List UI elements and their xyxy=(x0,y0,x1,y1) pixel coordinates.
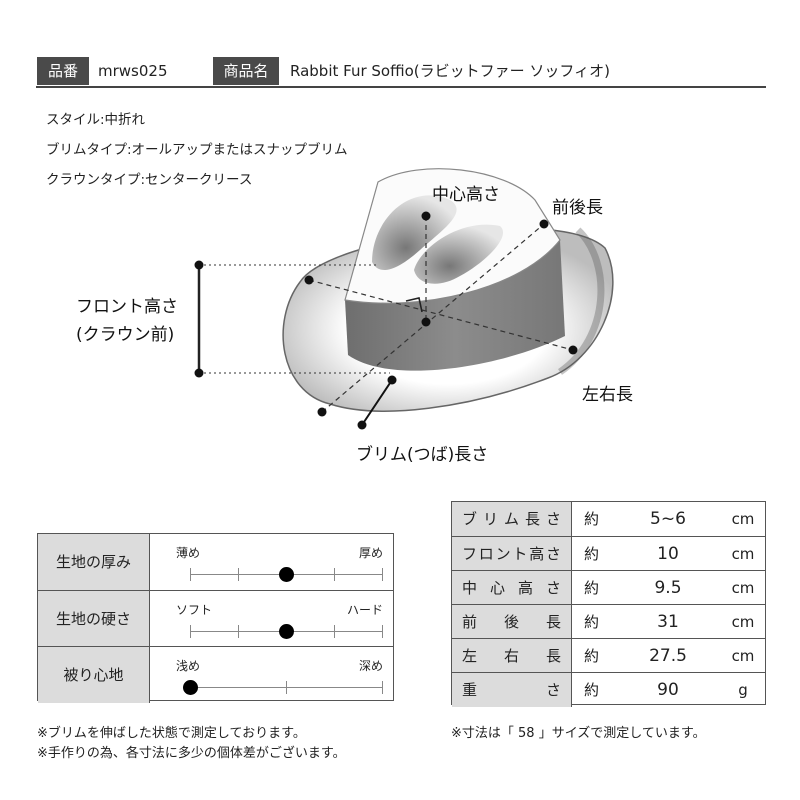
dimension-approx: 約 xyxy=(584,613,600,631)
scale-tick xyxy=(382,625,383,638)
dimension-value: 10 xyxy=(657,544,679,564)
product-name-tag: 商品名 xyxy=(213,57,279,85)
scale-tick xyxy=(286,681,287,694)
scale-tick xyxy=(334,625,335,638)
dimension-value: 90 xyxy=(657,680,679,700)
dimensions-table: ブリム長さ 約 5~6 cm フロント高さ 約 10 cm 中心高さ 約 9.5… xyxy=(451,501,766,707)
scale-tick xyxy=(382,568,383,581)
property-label: 生地の厚み xyxy=(38,534,150,590)
label-center-height: 中心高さ xyxy=(432,185,500,205)
scale-tick xyxy=(190,568,191,581)
dimension-unit: cm xyxy=(731,647,755,665)
dimension-unit: g xyxy=(738,681,748,699)
property-min-label: 浅め xyxy=(176,659,201,673)
hat-diagram xyxy=(194,168,614,430)
dimension-row: ブリム長さ 約 5~6 cm xyxy=(452,502,765,536)
product-code-value: mrws025 xyxy=(98,62,168,80)
spec-style: スタイル:中折れ xyxy=(46,112,146,128)
dimension-unit: cm xyxy=(731,579,755,597)
dimension-value: 27.5 xyxy=(649,646,687,666)
property-row-stiffness: 生地の硬さ ソフト ハード xyxy=(38,590,393,647)
scale-tick xyxy=(190,625,191,638)
level-indicator xyxy=(279,567,294,582)
dimension-row: フロント高さ 約 10 cm xyxy=(452,536,765,571)
dimension-value: 5~6 xyxy=(650,509,686,529)
spec-brim-type: ブリムタイプ:オールアップまたはスナップブリム xyxy=(46,142,348,158)
level-indicator xyxy=(183,680,198,695)
scale-tick xyxy=(334,568,335,581)
note-size-measured: ※寸法は「 58 」サイズで測定しています。 xyxy=(451,726,706,741)
dimension-label: 中心高さ xyxy=(452,571,572,605)
property-scale xyxy=(183,680,383,695)
dimension-label: ブリム長さ xyxy=(452,502,572,536)
label-left-right: 左右長 xyxy=(582,385,633,405)
scale-tick xyxy=(238,568,239,581)
property-min-label: 薄め xyxy=(176,546,201,560)
property-max-label: ハード xyxy=(346,603,383,617)
header-divider xyxy=(36,86,766,88)
spec-crown-type: クラウンタイプ:センタークリース xyxy=(46,172,253,188)
dimension-approx: 約 xyxy=(584,579,600,597)
property-row-fit: 被り心地 浅め 深め xyxy=(38,646,393,703)
property-min-label: ソフト xyxy=(176,603,213,617)
dimension-label: フロント高さ xyxy=(452,537,572,571)
scale-tick xyxy=(238,625,239,638)
dimension-label: 重さ xyxy=(452,673,572,707)
dimension-approx: 約 xyxy=(584,647,600,665)
dimension-approx: 約 xyxy=(584,681,600,699)
dimension-row: 中心高さ 約 9.5 cm xyxy=(452,570,765,605)
dimension-value: 9.5 xyxy=(654,578,682,598)
property-max-label: 厚め xyxy=(358,546,383,560)
dimension-label: 左右長 xyxy=(452,639,572,673)
note-handmade: ※手作りの為、各寸法に多少の個体差がございます。 xyxy=(37,746,346,761)
dimension-label: 前後長 xyxy=(452,605,572,639)
hat-crown xyxy=(344,168,565,371)
dimension-unit: cm xyxy=(731,613,755,631)
dimension-approx: 約 xyxy=(584,545,600,563)
dimension-unit: cm xyxy=(731,545,755,563)
product-name-value: Rabbit Fur Soffio(ラビットファー ソッフィオ) xyxy=(290,62,610,80)
measurement-guides xyxy=(197,216,574,426)
note-brim-measured: ※ブリムを伸ばした状態で測定しております。 xyxy=(37,726,306,741)
dimension-unit: cm xyxy=(731,510,755,528)
scale-tick xyxy=(382,681,383,694)
property-scale xyxy=(190,567,383,582)
measurement-points xyxy=(194,211,578,430)
label-front-height: フロント高さ xyxy=(76,297,178,317)
product-code-tag: 品番 xyxy=(37,57,89,85)
label-front-back: 前後長 xyxy=(552,198,603,218)
property-label: 被り心地 xyxy=(38,647,150,703)
dimension-value: 31 xyxy=(657,612,679,632)
level-indicator xyxy=(279,624,294,639)
property-max-label: 深め xyxy=(358,659,383,673)
label-front-height-sub: (クラウン前) xyxy=(76,325,175,345)
label-brim-length: ブリム(つば)長さ xyxy=(356,445,489,465)
property-scale xyxy=(190,624,383,639)
dimension-row: 重さ 約 90 g xyxy=(452,672,765,707)
properties-table: 生地の厚み 薄め 厚め 生地の硬さ ソフト ハード 被り心地 浅め 深め xyxy=(37,533,394,703)
property-label: 生地の硬さ xyxy=(38,591,150,647)
property-row-thickness: 生地の厚み 薄め 厚め xyxy=(38,534,393,590)
dimension-row: 左右長 約 27.5 cm xyxy=(452,638,765,673)
dimension-row: 前後長 約 31 cm xyxy=(452,604,765,639)
dimension-approx: 約 xyxy=(584,510,600,528)
